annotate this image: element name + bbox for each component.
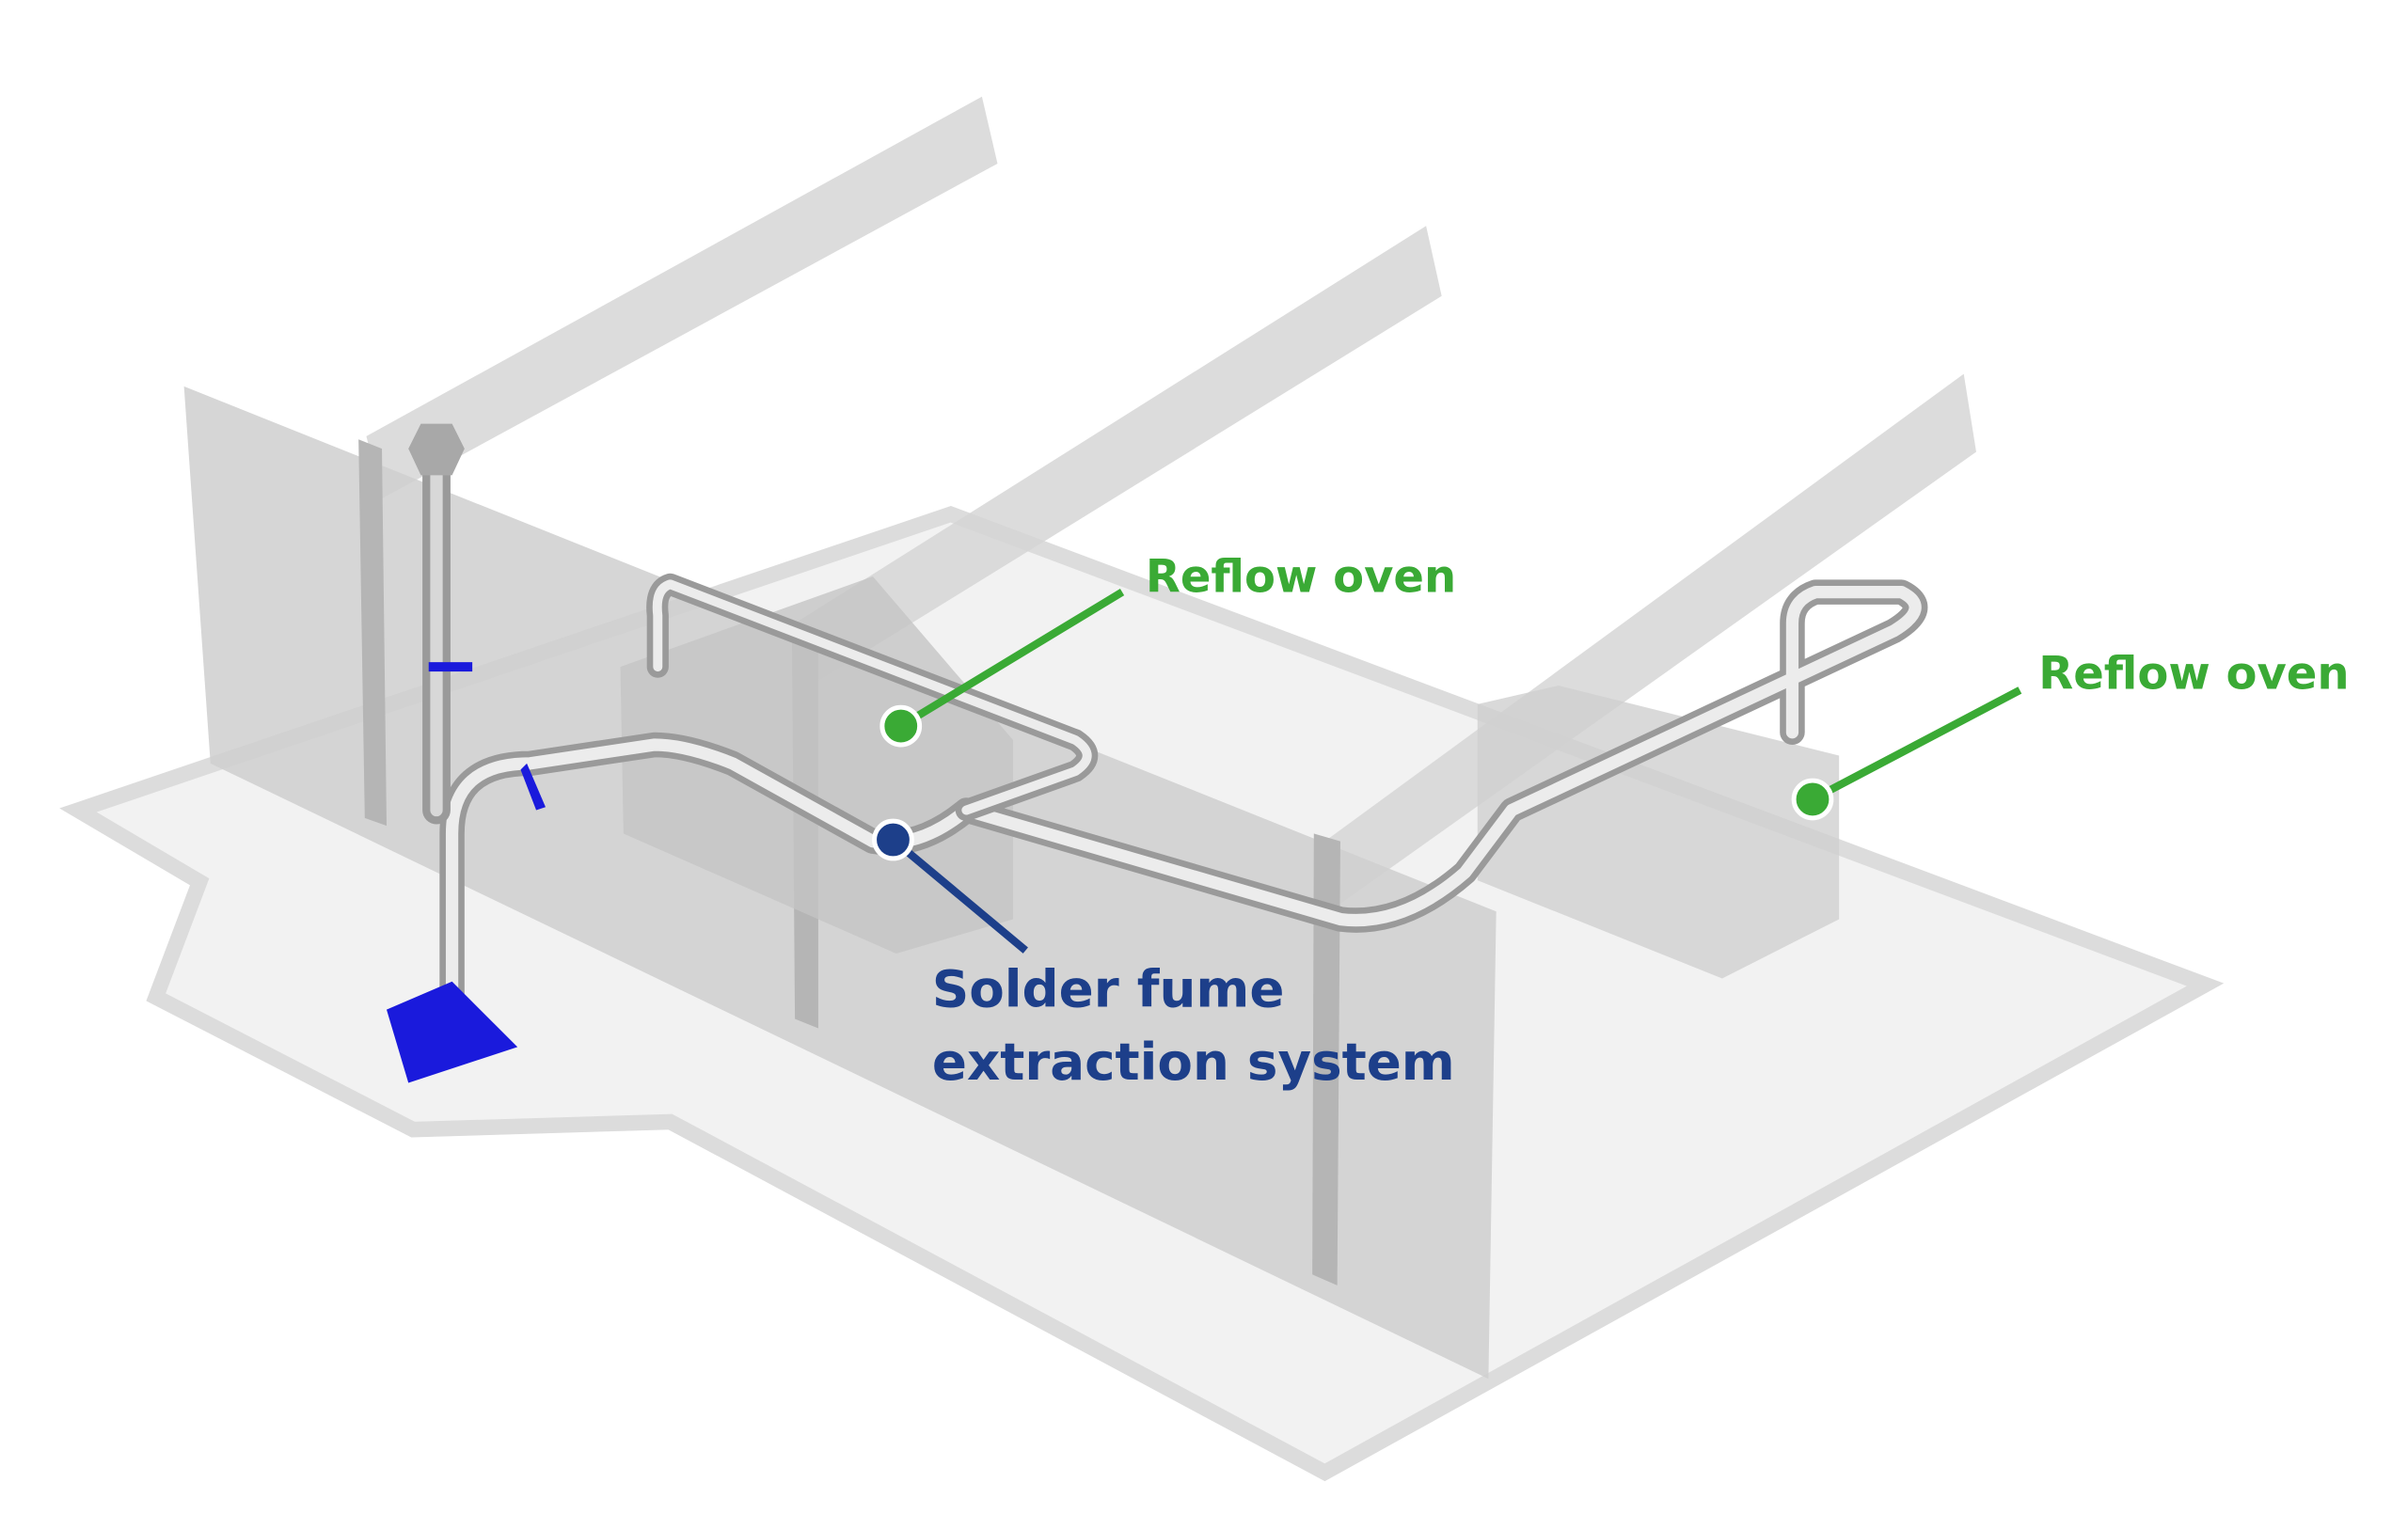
oven-1-marker bbox=[879, 704, 923, 748]
callout-oven-2: Reflow oven bbox=[1791, 647, 2350, 821]
fan-unit bbox=[386, 662, 546, 1083]
reflow-oven-2 bbox=[1477, 686, 1840, 979]
callout-extraction: Solder fume extraction system bbox=[872, 818, 1455, 1092]
extraction-label-line2: extraction system bbox=[932, 1032, 1455, 1092]
extraction-label-line1: Solder fume bbox=[932, 958, 1285, 1018]
oven-2-label: Reflow oven bbox=[2038, 647, 2349, 700]
duct-pipes bbox=[422, 453, 1928, 1049]
extraction-marker bbox=[872, 818, 914, 861]
oven-2-marker bbox=[1791, 778, 1834, 821]
exhaust-cap bbox=[408, 423, 465, 476]
callout-oven-1: Reflow oven bbox=[879, 551, 1456, 748]
oven-1-label: Reflow oven bbox=[1146, 551, 1456, 604]
